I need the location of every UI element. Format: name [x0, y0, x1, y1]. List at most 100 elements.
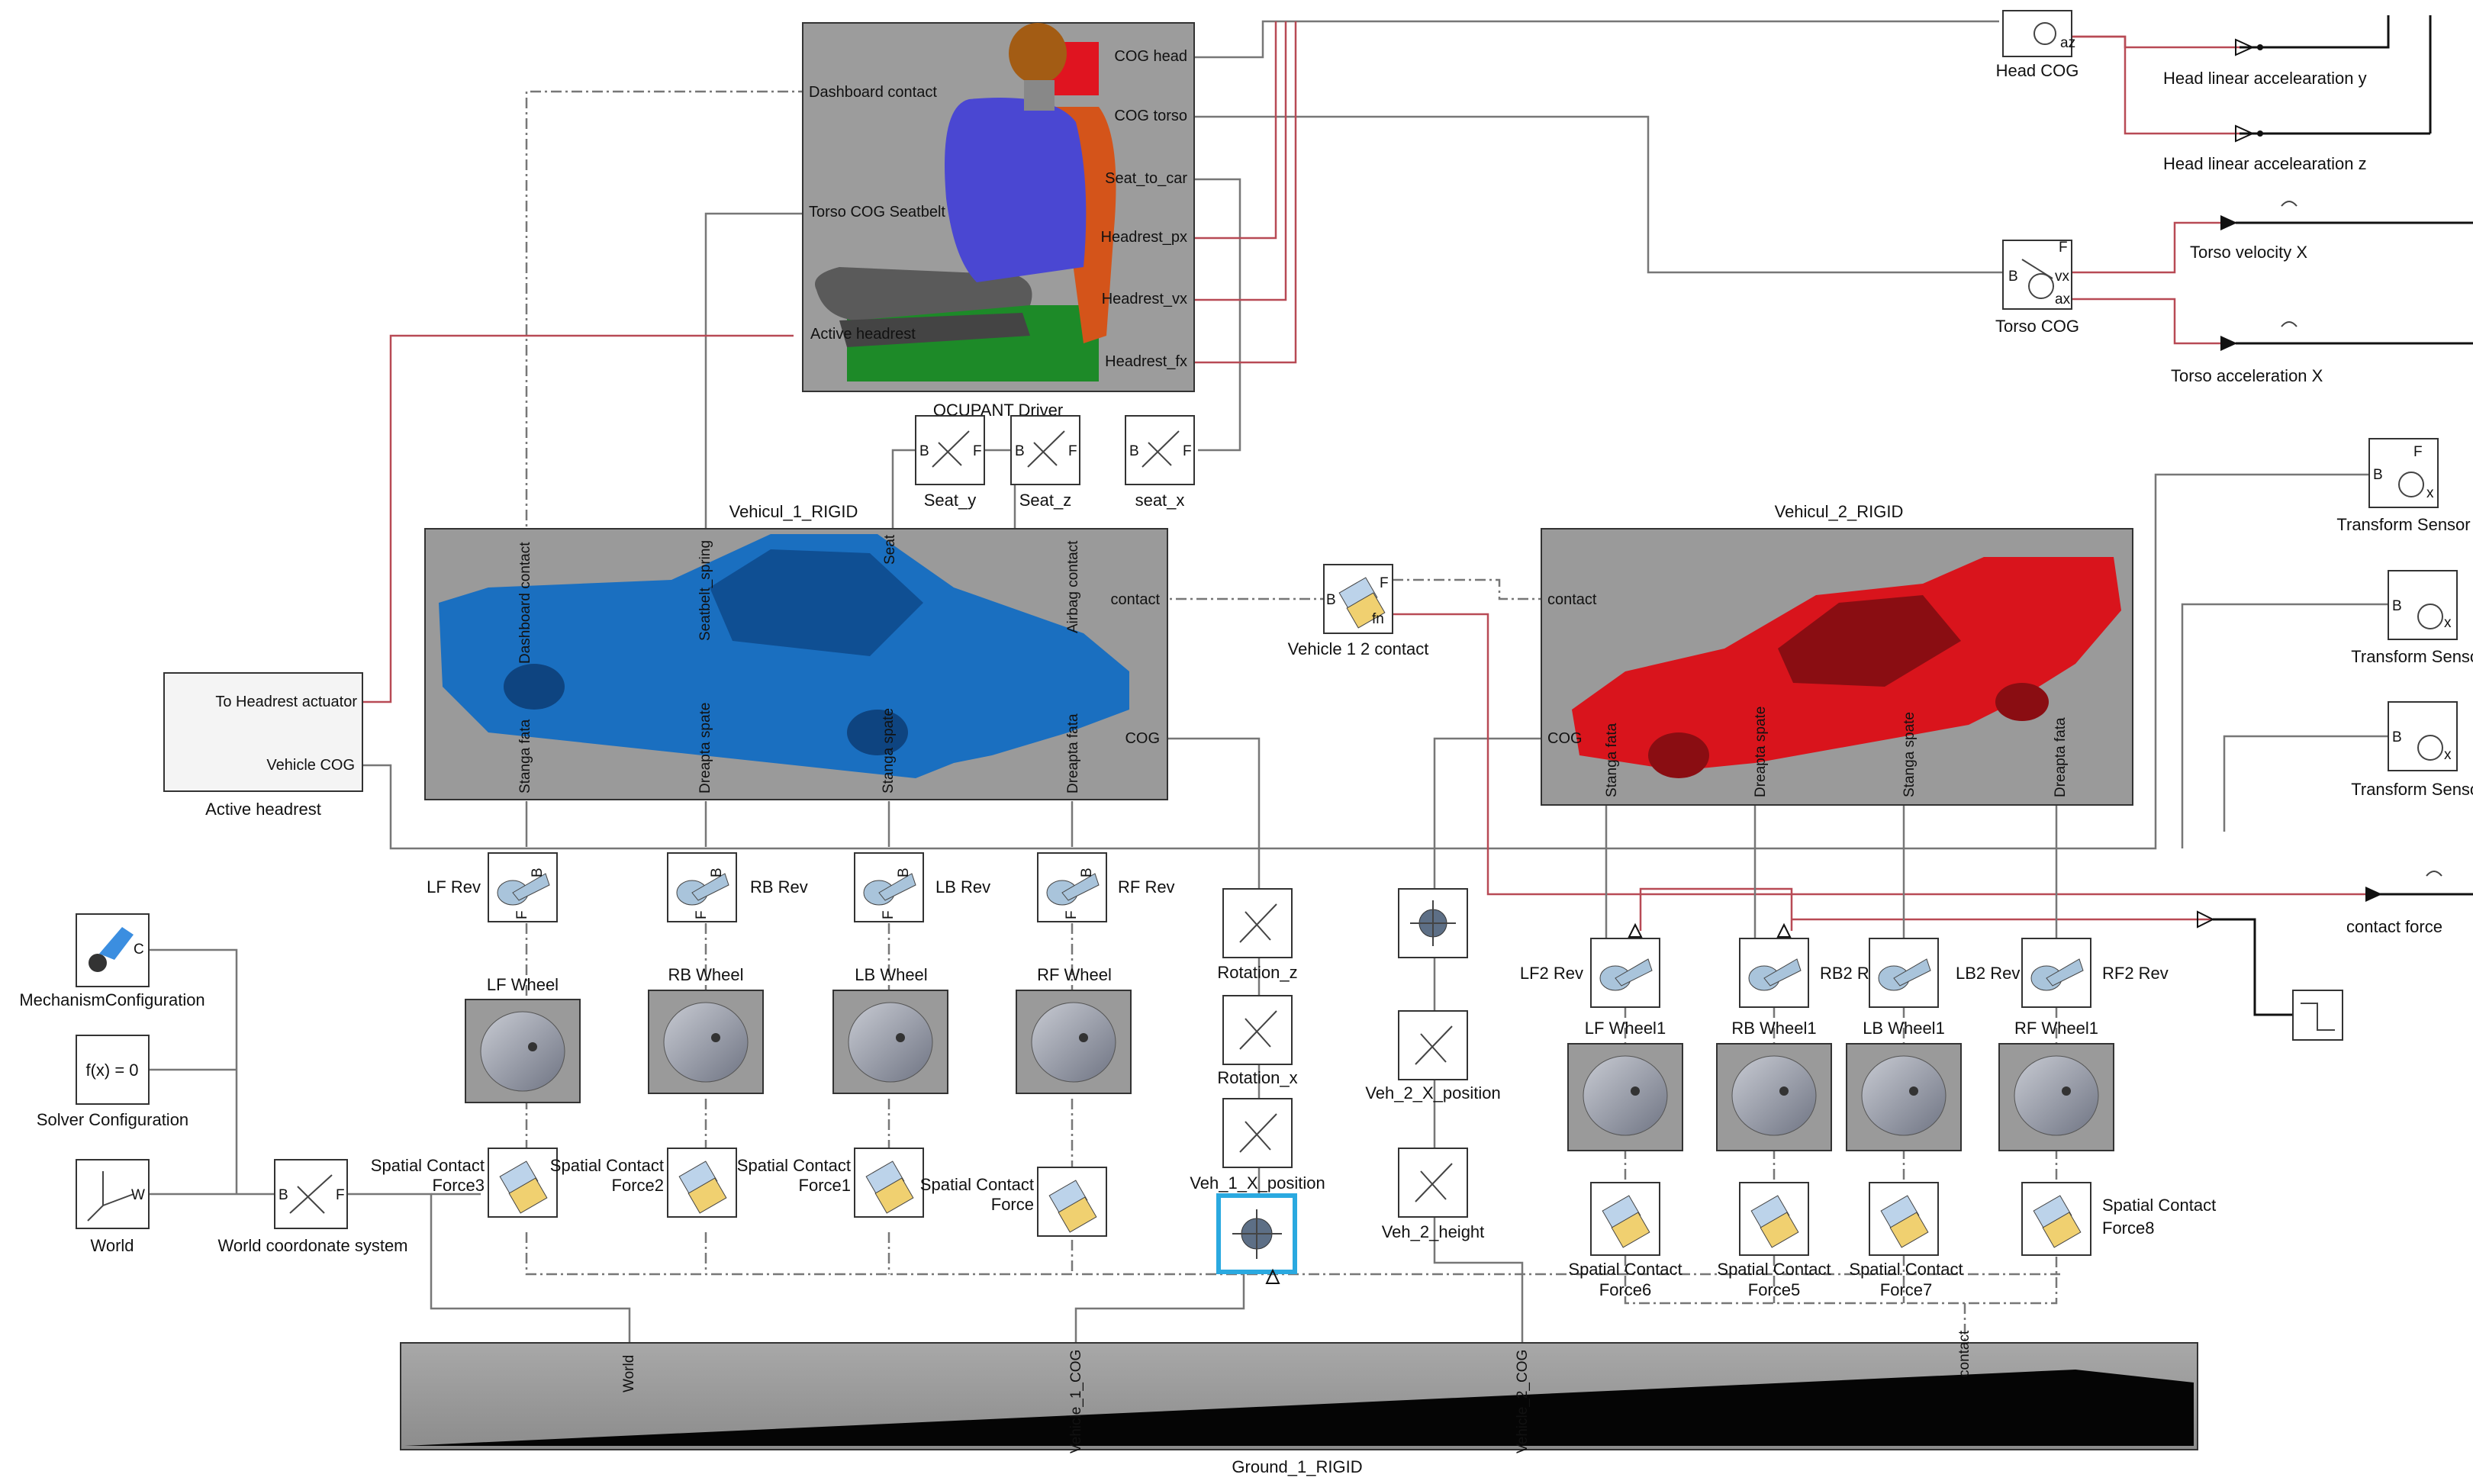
svg-text:B: B — [2392, 729, 2402, 745]
veh1-wheel-rb-label: RB Wheel — [668, 965, 743, 984]
seat-x-label: seat_x — [1135, 491, 1185, 510]
torso-acceleration-label: Torso acceleration X — [2171, 366, 2323, 385]
veh2-rev-rb[interactable]: RB2 Rev — [1739, 922, 1887, 1008]
transform-sensor1[interactable]: B x Transform Sensor1 — [2351, 701, 2473, 799]
svg-text:B: B — [896, 868, 912, 877]
veh2-rev-lb[interactable]: LB2 Rev — [1869, 938, 2020, 1008]
active-headrest-block[interactable]: To Headrest actuator Vehicle COG Active … — [163, 672, 363, 819]
vehicle2-port-cog: COG — [1547, 730, 1583, 747]
veh2-contact-force5[interactable]: Spatial Contact Force5 — [1698, 1182, 1850, 1305]
svg-text:F: F — [694, 910, 710, 919]
veh1-wheel-rb[interactable]: RB Wheel — [648, 965, 764, 1094]
veh1-contact-force-label: Spatial Contact Force — [919, 1175, 1034, 1214]
veh1-wheel-lb[interactable]: LB Wheel — [832, 965, 948, 1094]
occupant-port-headrest-vx: Headrest_vx — [1102, 291, 1187, 307]
veh1-rev-rf[interactable]: B F RF Rev — [1037, 852, 1175, 922]
vehicle2-port-stanga-fata: Stanga fata — [1604, 723, 1620, 797]
mechanism-configuration-block[interactable]: C MechanismConfiguration — [19, 913, 205, 1009]
head-acc-y-scope[interactable]: Head linear accelearation y — [2163, 38, 2367, 88]
veh1-rev-lf[interactable]: B F LF Rev — [427, 852, 558, 922]
contact-force-scope[interactable]: contact force — [2346, 871, 2442, 936]
vehicle1-port-stanga-fata: Stanga fata — [517, 719, 533, 794]
mechanism-configuration-label: MechanismConfiguration — [19, 990, 204, 1009]
veh1-rev-lf-label: LF Rev — [427, 877, 481, 897]
veh1-contact-force1[interactable]: Spatial Contact Force1 — [717, 1148, 924, 1218]
torso-cog-label: Torso COG — [1995, 317, 2079, 336]
active-headrest-port-in: Vehicle COG — [266, 757, 355, 774]
occupant-illustration — [815, 23, 1116, 381]
veh2-rev-rf[interactable]: RF2 Rev — [2021, 938, 2169, 1008]
seat-z-label: Seat_z — [1019, 491, 1072, 510]
veh1-contact-force2[interactable]: Spatial Contact Force2 — [534, 1148, 737, 1218]
veh1-rev-rf-label: RF Rev — [1118, 877, 1175, 897]
veh2-wheel-rf[interactable]: RF Wheel1 — [1998, 1019, 2114, 1151]
ground-port-vehicle1-cog: Vehicle_1_COG — [1068, 1350, 1084, 1453]
vehicle2-rigid-block[interactable]: Vehicul_2_RIGID contact COG Stanga fata … — [1541, 502, 2133, 806]
occupant-port-active-headrest: Active headrest — [810, 326, 916, 343]
svg-text:F: F — [1183, 443, 1192, 459]
step-icon — [2301, 1003, 2335, 1031]
veh1-wheel-lf[interactable]: LF Wheel — [465, 975, 581, 1103]
seat-joint-x[interactable]: B F seat_x — [1125, 415, 1195, 510]
veh1-rev-rb[interactable]: B F RB Rev — [667, 852, 808, 922]
seat-joint-y[interactable]: B F Seat_y — [915, 415, 985, 510]
veh2-wheel-lf[interactable]: LF Wheel1 — [1567, 1019, 1683, 1151]
torso-cog-sensor[interactable]: B F vx ax Torso COG — [1995, 240, 2079, 336]
svg-text:B: B — [919, 443, 929, 459]
vehicle2-port-dreapta-fata: Dreapta fata — [2053, 717, 2069, 797]
connection-lines — [149, 15, 2473, 1343]
transform-sensor1-label: Transform Sensor1 — [2351, 780, 2473, 799]
veh2-wheel-rb[interactable]: RB Wheel1 — [1716, 1019, 1832, 1151]
vehicle2-title: Vehicul_2_RIGID — [1775, 502, 1904, 521]
veh1-contact-force[interactable]: Spatial Contact Force — [912, 1167, 1107, 1237]
svg-text:fn: fn — [1372, 611, 1384, 627]
occupant-port-headrest-px: Headrest_px — [1101, 229, 1187, 246]
solver-configuration-block[interactable]: f(x) = 0 Solver Configuration — [31, 1035, 195, 1156]
world-label: World — [90, 1236, 134, 1255]
veh2-contact-force8[interactable]: Spatial Contact Force8 — [2021, 1182, 2255, 1256]
occupant-port-seat-to-car: Seat_to_car — [1105, 170, 1187, 187]
veh2-contact-force7[interactable]: Spatial Contact Force7 — [1830, 1182, 1982, 1305]
vehicle-1-2-contact-block[interactable]: B F fn Vehicle 1 2 contact — [1288, 564, 1429, 658]
step-input-block[interactable] — [2197, 910, 2343, 1041]
vehicle1-port-seatbelt-spring: Seatbelt_spring — [697, 540, 713, 641]
veh2-joint-height[interactable]: Veh_2_height — [1382, 1148, 1485, 1241]
veh1-joint-rotation-z[interactable]: Rotation_z — [1217, 888, 1298, 982]
vehicle1-rigid-block[interactable]: Vehicul_1_RIGID Dashboard contact Seatbe… — [424, 502, 1168, 800]
head-acc-z-scope[interactable]: Head linear accelearation z — [2163, 124, 2367, 173]
veh2-contact-force6[interactable]: Spatial Contact Force6 — [1549, 1182, 1702, 1305]
veh1-wheel-rf-label: RF Wheel — [1037, 965, 1112, 984]
svg-text:x: x — [2426, 485, 2434, 501]
world-coordinate-system-block[interactable]: B F World coordonate system — [217, 1159, 408, 1255]
occupant-driver-block[interactable]: Dashboard contact Torso COG Seatbelt Act… — [802, 22, 1195, 420]
svg-text:F: F — [514, 910, 530, 919]
transform-sensor[interactable]: B F x Transform Sensor — [2336, 438, 2471, 534]
vehicle1-port-dreapta-fata: Dreapta fata — [1065, 713, 1081, 794]
torso-acceleration-scope[interactable]: Torso acceleration X — [2171, 321, 2323, 385]
svg-text:W: W — [131, 1187, 145, 1203]
veh2-wheel-lb[interactable]: LB Wheel1 — [1846, 1019, 1962, 1151]
veh1-joint-rotation-x[interactable]: Rotation_x — [1217, 995, 1298, 1087]
veh2-bushing[interactable] — [1398, 888, 1468, 958]
transform-sensor4[interactable]: B x Transform Sensor4 — [2351, 570, 2473, 666]
vehicle1-port-contact: contact — [1111, 591, 1161, 608]
veh1-wheel-lf-label: LF Wheel — [487, 975, 559, 994]
svg-text:x: x — [2444, 747, 2452, 763]
veh2-joint-x-position[interactable]: Veh_2_X_position — [1365, 1010, 1501, 1103]
veh1-wheel-rf[interactable]: RF Wheel — [1016, 965, 1132, 1094]
head-cog-sensor[interactable]: az Head COG — [1996, 10, 2079, 80]
veh1-contact-force3[interactable]: Spatial Contact Force3 — [351, 1148, 558, 1218]
veh1-bushing-selected[interactable] — [1216, 1193, 1297, 1284]
torso-velocity-scope[interactable]: Torso velocity X — [2190, 201, 2307, 262]
veh1-rev-lb-label: LB Rev — [935, 877, 990, 897]
ground-rigid-block[interactable]: World Vehicle_1_COG Vehicle_2_COG contac… — [400, 1330, 2198, 1476]
seat-joint-z[interactable]: B F Seat_z — [1010, 415, 1080, 510]
svg-text:x: x — [2444, 615, 2452, 631]
veh1-rev-lb[interactable]: B F LB Rev — [854, 852, 990, 922]
svg-text:vx: vx — [2055, 269, 2070, 285]
veh1-joint-x-position[interactable]: Veh_1_X_position — [1190, 1098, 1325, 1193]
world-block[interactable]: W World — [76, 1159, 150, 1255]
transform-sensor4-label: Transform Sensor4 — [2351, 647, 2473, 666]
veh2-rev-lf[interactable]: LF2 Rev — [1520, 922, 1660, 1008]
